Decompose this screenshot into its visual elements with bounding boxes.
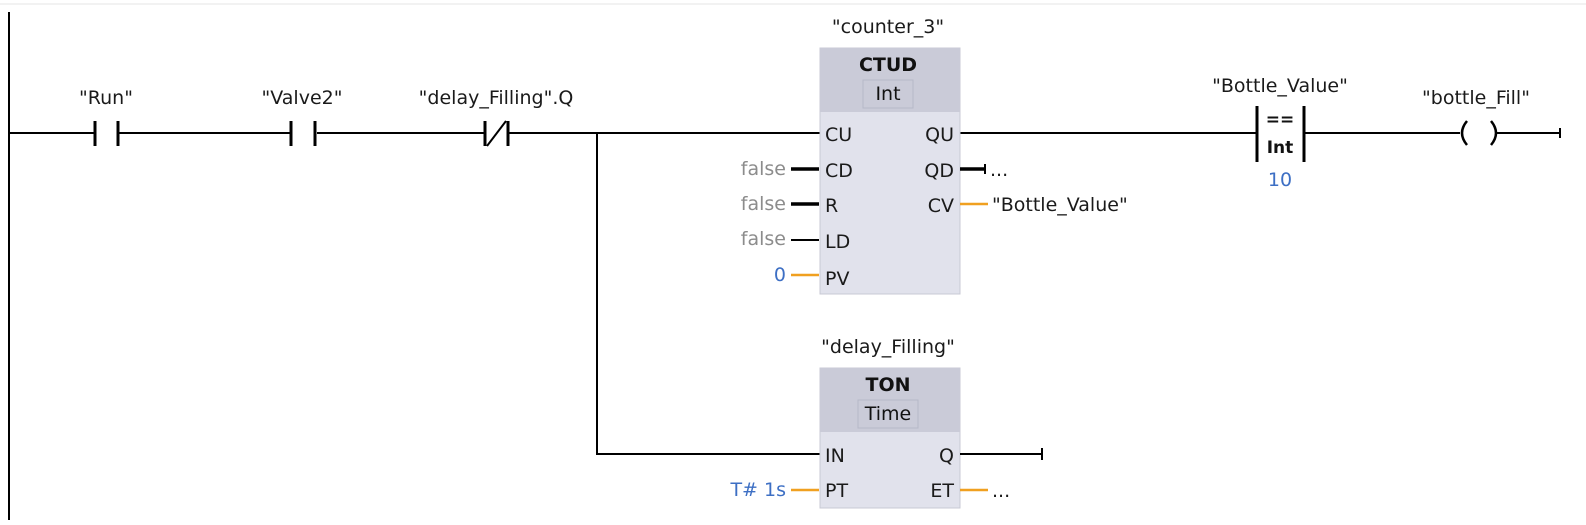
counter-outputs: ... "Bottle_Value"	[960, 159, 1128, 216]
comparator-operator: ==	[1266, 110, 1295, 130]
comparator-operand2: 10	[1268, 169, 1292, 191]
timer-params: T# 1s ...	[729, 448, 1043, 502]
coil-right-paren	[1490, 120, 1498, 146]
coil-left-paren	[1460, 120, 1468, 146]
pin-in: IN	[825, 445, 845, 467]
output-cv-value[interactable]: "Bottle_Value"	[992, 194, 1128, 216]
contact-run[interactable]: "Run"	[79, 87, 133, 146]
pin-pv: PV	[825, 268, 849, 290]
pin-q: Q	[939, 445, 954, 467]
pin-et: ET	[930, 480, 954, 502]
counter-block[interactable]: "counter_3" CTUD Int CU CD R LD PV QU QD…	[819, 16, 961, 295]
input-r-value[interactable]: false	[741, 193, 786, 215]
pin-ld: LD	[825, 231, 850, 253]
pin-cd: CD	[825, 160, 853, 182]
coil-label: "bottle_Fill"	[1422, 87, 1530, 109]
pin-pt: PT	[825, 480, 848, 502]
pin-r: R	[825, 195, 838, 217]
comparator-operand1: "Bottle_Value"	[1212, 75, 1348, 97]
branch-wire	[596, 133, 820, 455]
counter-datatype: Int	[875, 83, 900, 105]
contact-run-label: "Run"	[79, 87, 133, 109]
contact-delay-filling-q[interactable]: "delay_Filling".Q	[419, 87, 574, 147]
counter-datatype-box[interactable]	[862, 79, 914, 109]
output-qd-value[interactable]: ...	[990, 159, 1008, 181]
coil-bottle-fill[interactable]: "bottle_Fill"	[1422, 87, 1530, 146]
pin-qu: QU	[925, 124, 954, 146]
pin-cv: CV	[928, 195, 954, 217]
input-ld-value[interactable]: false	[741, 228, 786, 250]
contact-nc-slash-icon	[486, 120, 507, 147]
contact-valve2[interactable]: "Valve2"	[262, 87, 343, 146]
contact-valve2-label: "Valve2"	[262, 87, 343, 109]
comparator-block[interactable]: "Bottle_Value" == Int 10	[1212, 75, 1348, 191]
contact-delay-filling-q-label: "delay_Filling".Q	[419, 87, 574, 109]
output-et-value[interactable]: ...	[992, 480, 1010, 502]
timer-block[interactable]: "delay_Filling" TON Time IN PT Q ET	[819, 336, 961, 509]
counter-type: CTUD	[859, 54, 917, 76]
pin-cu: CU	[825, 124, 852, 146]
timer-datatype-box[interactable]	[857, 399, 919, 429]
counter-instance-label: "counter_3"	[832, 16, 944, 38]
timer-instance-label: "delay_Filling"	[821, 336, 955, 358]
pin-qd: QD	[924, 160, 954, 182]
input-pt-value[interactable]: T# 1s	[729, 479, 786, 501]
timer-type: TON	[865, 374, 910, 396]
input-pv-value[interactable]: 0	[774, 264, 786, 286]
input-cd-value[interactable]: false	[741, 158, 786, 180]
counter-inputs: false false false 0	[741, 158, 819, 286]
comparator-datatype: Int	[1267, 138, 1294, 158]
timer-datatype: Time	[864, 403, 912, 425]
